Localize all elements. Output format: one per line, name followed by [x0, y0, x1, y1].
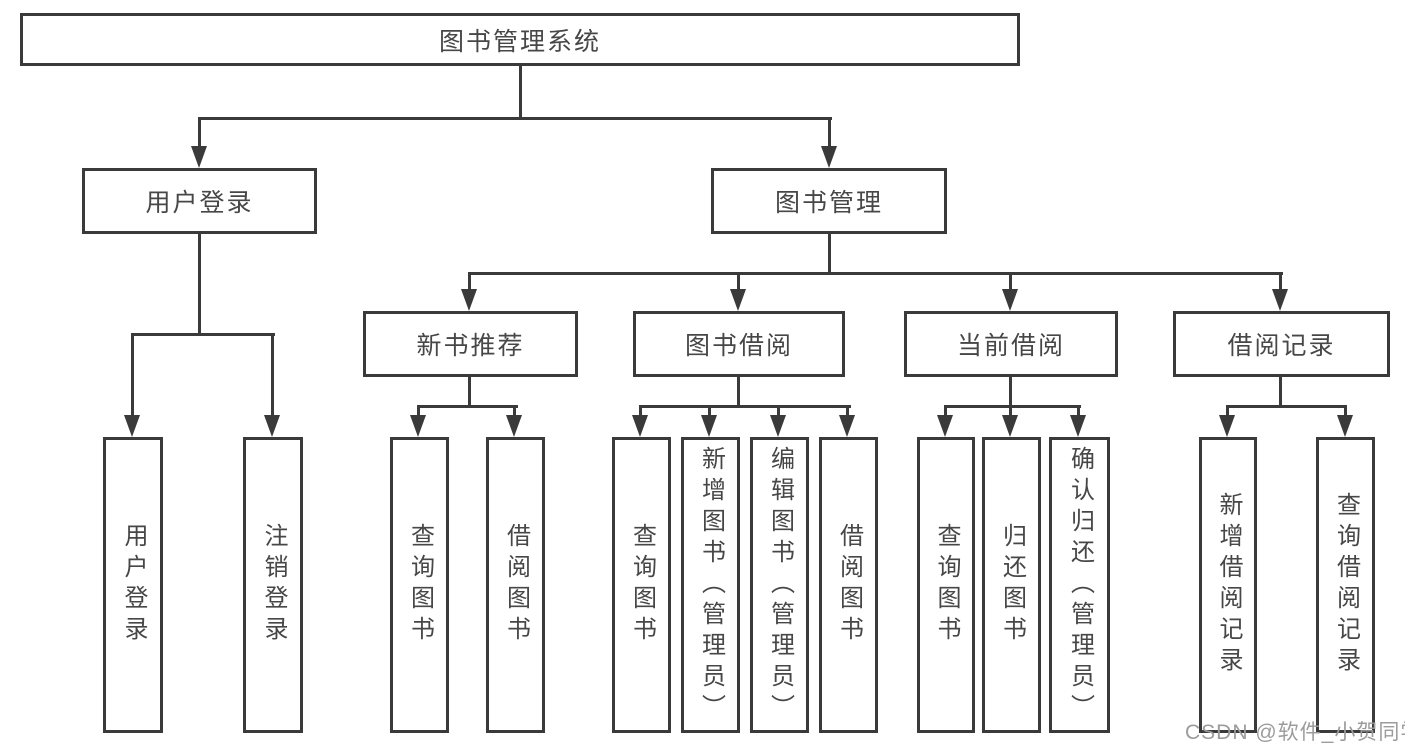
leaf-add-borrow-record: 新增借阅记录 [1199, 437, 1257, 733]
connector-line [468, 272, 1283, 275]
arrowhead-down [1002, 289, 1018, 311]
connector-line [1279, 272, 1282, 291]
connector-line [1226, 405, 1347, 408]
leaf-label: 编辑图书（管理员） [766, 445, 794, 725]
leaf-label: 查询图书 [406, 523, 434, 647]
arrowhead-down [124, 415, 140, 437]
node-label: 图书管理 [774, 189, 883, 217]
connector-line [708, 405, 711, 417]
connector-line [639, 405, 642, 417]
arrowhead-down [506, 415, 522, 437]
connector-line [737, 272, 740, 291]
node-book-borrow: 图书借阅 [633, 311, 845, 377]
leaf-label: 归还图书 [998, 523, 1026, 647]
connector-line [198, 117, 201, 149]
connector-line [519, 66, 522, 118]
leaf-label: 借阅图书 [835, 523, 863, 647]
arrowhead-down [730, 289, 746, 311]
leaf-label: 查询图书 [628, 523, 656, 647]
leaf-label: 新增图书（管理员） [697, 445, 725, 725]
connector-line [131, 333, 275, 336]
leaf-edit-books-admin: 编辑图书（管理员） [750, 437, 809, 733]
csdn-watermark: CSDN @软件_小贺同学 [1185, 721, 1405, 744]
connector-line [131, 333, 134, 417]
connector-line [639, 405, 851, 408]
connector-line [468, 377, 471, 408]
node-book-management: 图书管理 [711, 168, 947, 234]
connector-line [198, 117, 832, 120]
leaf-borrow-books: 借阅图书 [819, 437, 878, 733]
leaf-label: 查询图书 [933, 523, 960, 647]
connector-line [198, 234, 201, 336]
connector-line [828, 117, 831, 149]
arrowhead-down [410, 415, 426, 437]
node-label: 当前借阅 [956, 332, 1065, 360]
arrowhead-down [1337, 415, 1353, 437]
connector-line [468, 272, 471, 291]
connector-line [271, 333, 274, 417]
arrowhead-down [264, 415, 280, 437]
leaf-label: 新增借阅记录 [1215, 492, 1242, 678]
node-label: 图书借阅 [684, 332, 793, 360]
connector-line [1077, 405, 1080, 417]
arrowhead-down [770, 415, 786, 437]
connector-line [1009, 405, 1012, 417]
leaf-query-books-recommend: 查询图书 [390, 437, 449, 733]
arrowhead-down [937, 415, 953, 437]
node-label: 用户登录 [145, 189, 254, 217]
node-current-borrow: 当前借阅 [904, 311, 1118, 377]
leaf-confirm-return-admin: 确认归还（管理员） [1049, 437, 1110, 733]
arrowhead-down [821, 146, 837, 168]
connector-line [1344, 405, 1347, 417]
leaf-query-books-current: 查询图书 [917, 437, 975, 733]
connector-line [1009, 377, 1012, 408]
connector-line [737, 377, 740, 408]
arrowhead-down [1219, 415, 1235, 437]
leaf-return-books: 归还图书 [982, 437, 1041, 733]
connector-line [944, 405, 947, 417]
connector-line [1226, 405, 1229, 417]
leaf-query-borrow-record: 查询借阅记录 [1316, 437, 1375, 733]
arrowhead-down [839, 415, 855, 437]
connector-line [417, 405, 518, 408]
leaf-user-login: 用户登录 [103, 437, 163, 733]
leaf-label: 注销登录 [260, 523, 287, 647]
node-new-book-recommend: 新书推荐 [363, 311, 578, 377]
connector-line [846, 405, 849, 417]
node-label: 图书管理系统 [438, 27, 601, 56]
leaf-logout: 注销登录 [243, 437, 303, 733]
arrowhead-down [701, 415, 717, 437]
connector-line [828, 234, 831, 275]
node-label: 借阅记录 [1227, 332, 1336, 360]
leaf-label: 查询借阅记录 [1332, 492, 1360, 678]
arrowhead-down [632, 415, 648, 437]
arrowhead-down [461, 289, 477, 311]
connector-line [513, 405, 516, 417]
connector-line [1009, 272, 1012, 291]
node-user-login: 用户登录 [82, 168, 317, 234]
connector-line [1279, 377, 1282, 408]
connector-line [944, 405, 1081, 408]
leaf-borrow-books-recommend: 借阅图书 [486, 437, 545, 733]
node-library-management-system: 图书管理系统 [20, 13, 1020, 66]
arrowhead-down [191, 146, 207, 168]
leaf-query-books-borrow: 查询图书 [612, 437, 671, 733]
node-label: 新书推荐 [416, 332, 525, 360]
arrowhead-down [1272, 289, 1288, 311]
arrowhead-down [1070, 415, 1086, 437]
leaf-label: 确认归还（管理员） [1066, 445, 1094, 725]
leaf-label: 用户登录 [120, 523, 147, 647]
connector-line [777, 405, 780, 417]
node-borrow-records: 借阅记录 [1173, 311, 1390, 377]
connector-line [417, 405, 420, 417]
leaf-add-books-admin: 新增图书（管理员） [681, 437, 740, 733]
leaf-label: 借阅图书 [502, 523, 530, 647]
arrowhead-down [1002, 415, 1018, 437]
